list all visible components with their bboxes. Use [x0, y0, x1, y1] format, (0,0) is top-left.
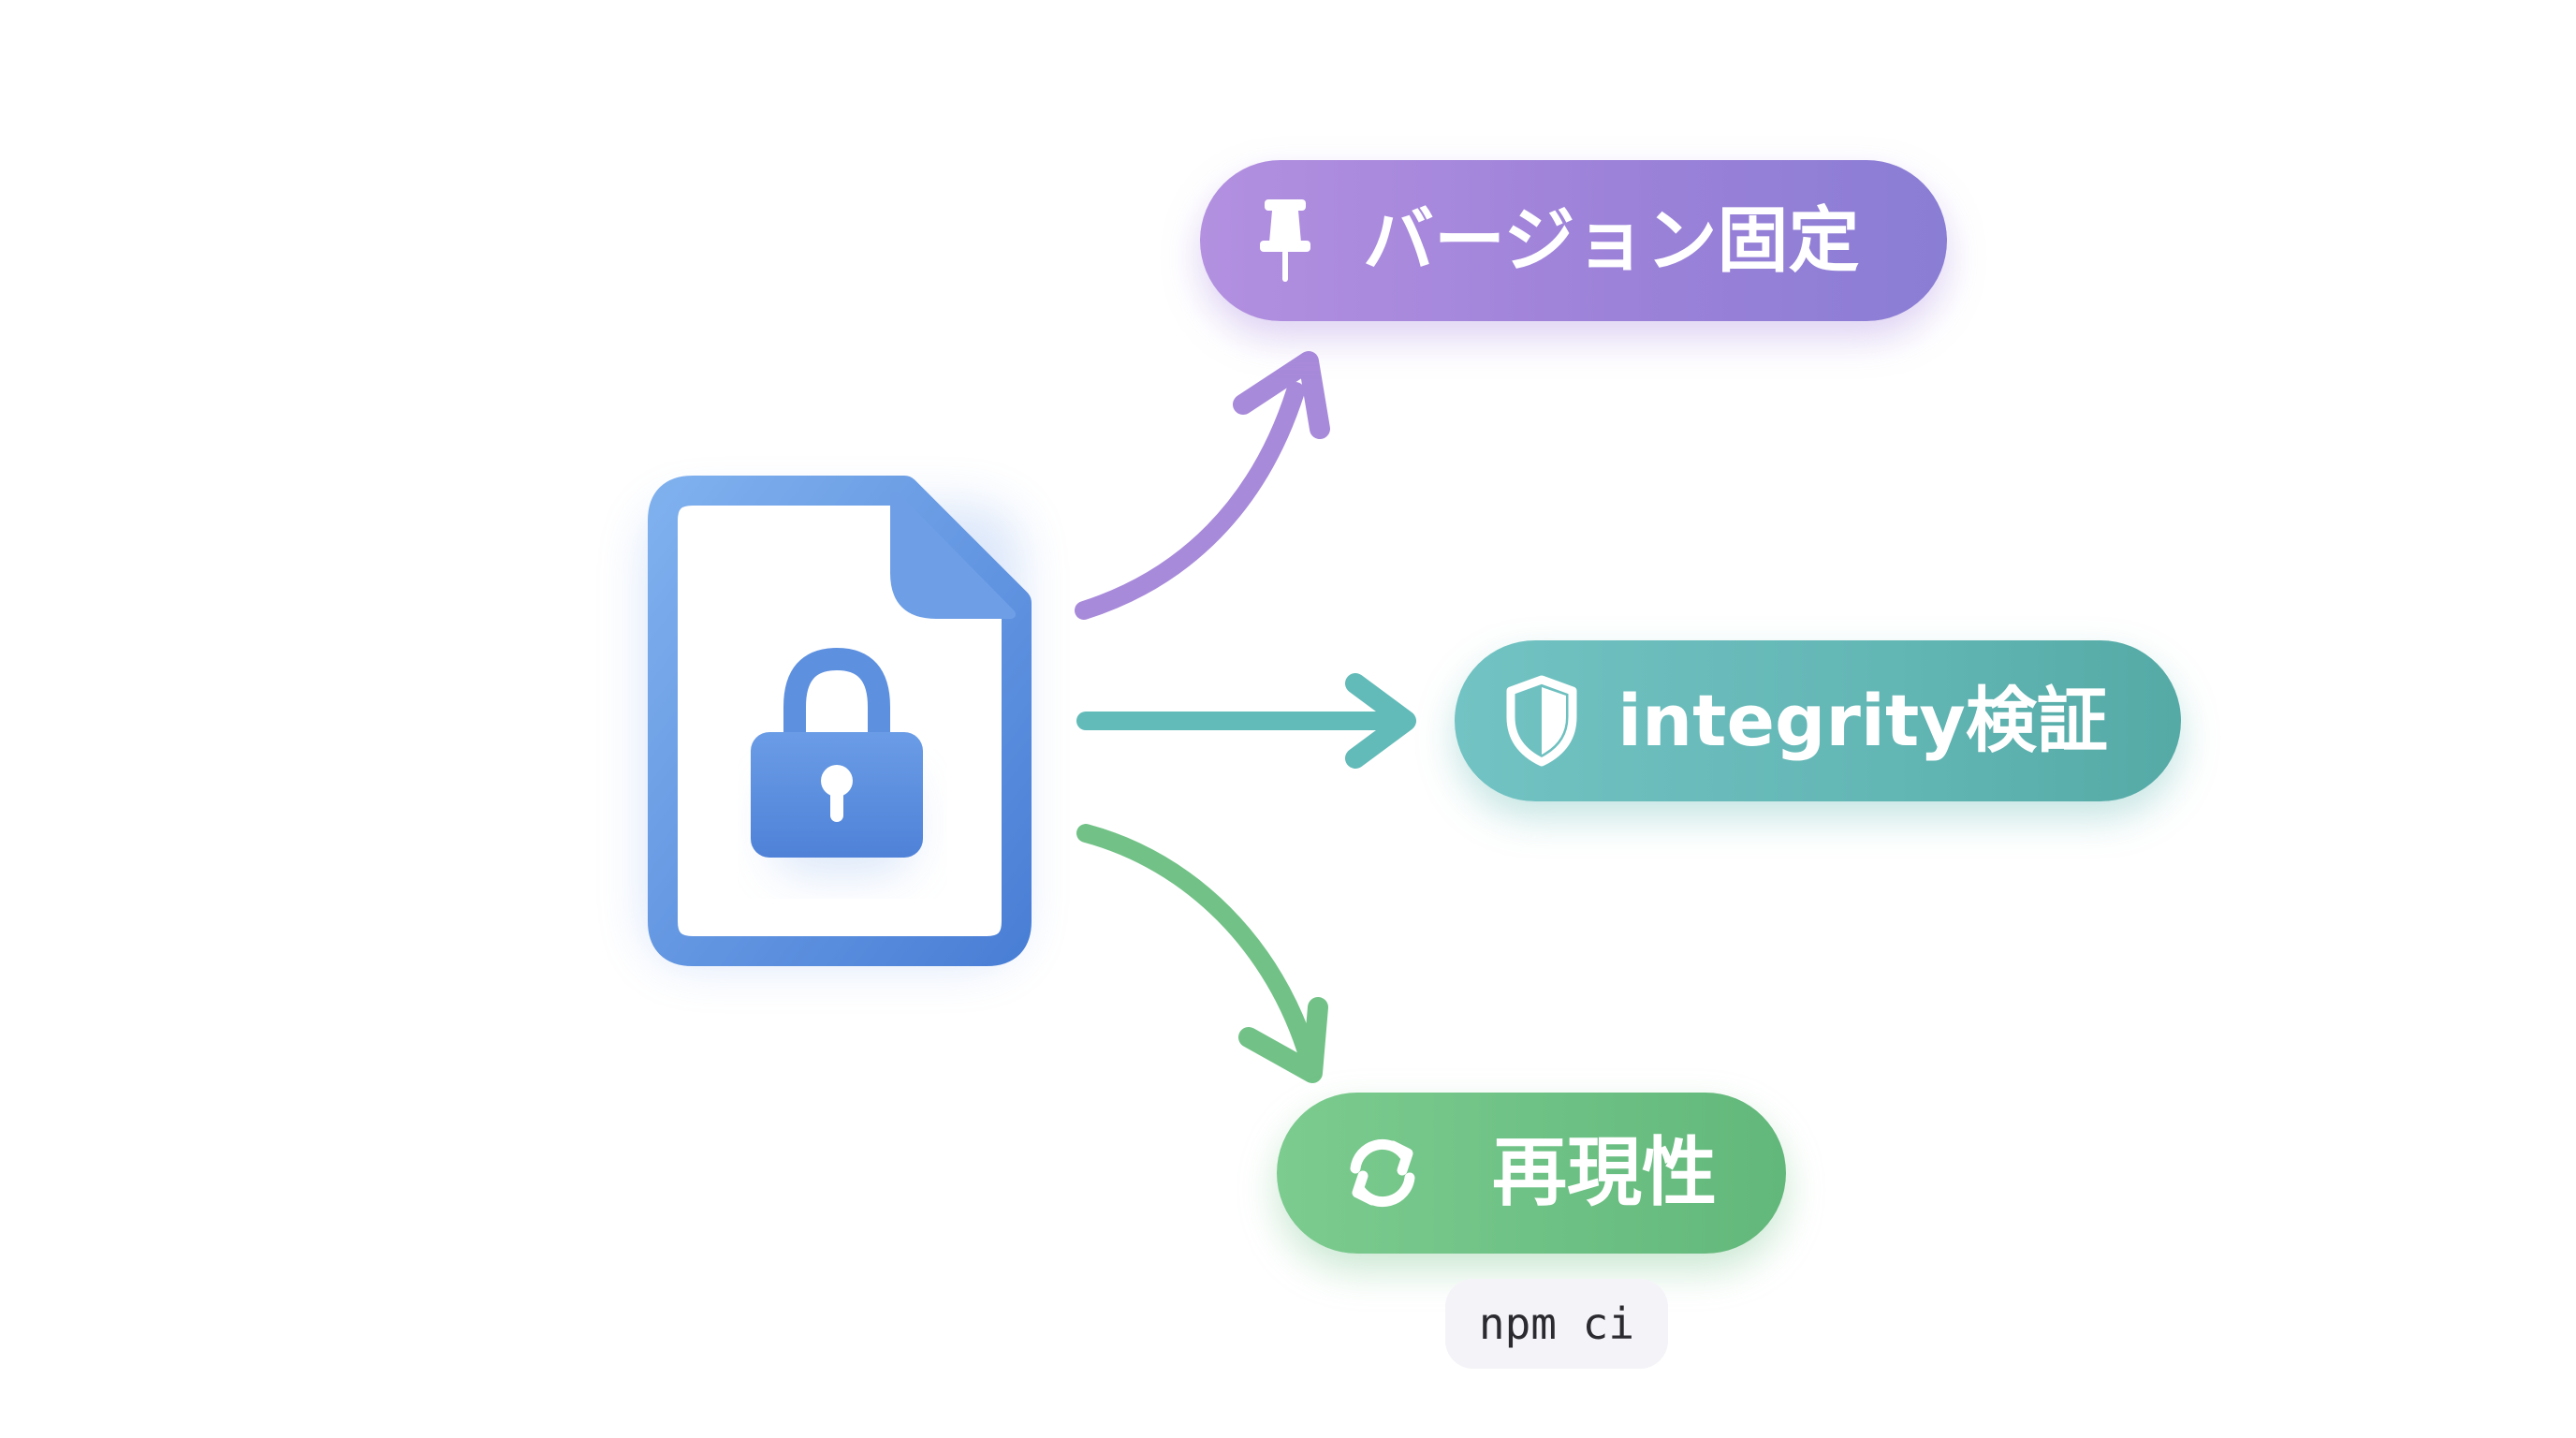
- version-pinning-badge: バージョン固定: [1200, 160, 1947, 321]
- lock-shackle: [783, 647, 890, 749]
- arrow-to-integrity: [1076, 673, 1416, 769]
- arrow-to-version: [1075, 351, 1330, 620]
- arrow-to-repro: [1076, 824, 1328, 1083]
- lock-keyhole-slot: [830, 785, 843, 822]
- refresh-icon: [1340, 1131, 1425, 1215]
- version-pinning-label: バージョン固定: [1363, 198, 1860, 282]
- pushpin-icon: [1252, 194, 1318, 287]
- shield-icon: [1503, 674, 1580, 768]
- reproducibility-badge: 再現性: [1277, 1093, 1786, 1254]
- lock-keyhole: [821, 765, 853, 797]
- integrity-check-label: integrity検証: [1617, 679, 2108, 762]
- locked-file-icon: [648, 476, 1032, 966]
- file-corner-fold: [890, 492, 1016, 619]
- npm-ci-command: npm ci: [1445, 1279, 1668, 1369]
- reproducibility-label: 再現性: [1492, 1129, 1717, 1216]
- integrity-check-badge: integrity検証: [1455, 640, 2181, 801]
